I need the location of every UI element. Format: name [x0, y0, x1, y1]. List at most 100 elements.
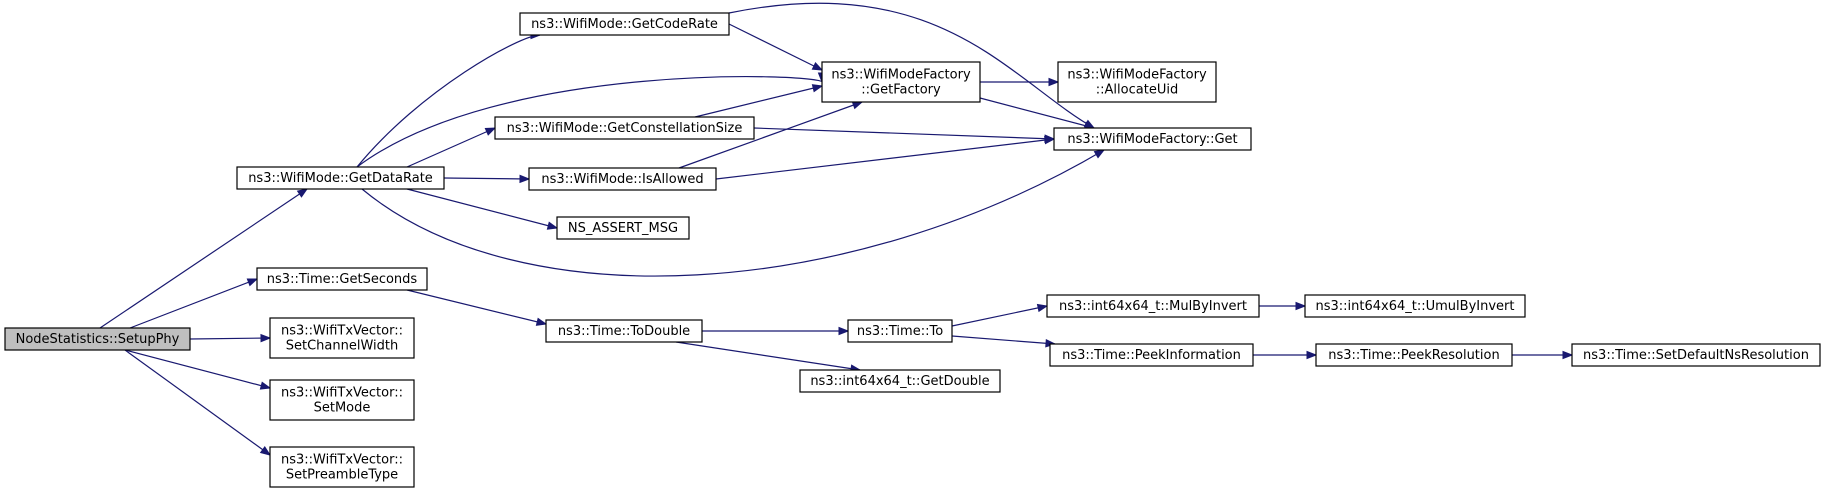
- node-label: ns3::WifiModeFactory: [831, 68, 971, 83]
- node-label: ns3::WifiModeFactory: [1067, 68, 1207, 83]
- node-label: ns3::WifiMode::GetDataRate: [248, 171, 433, 186]
- edge-line: [189, 337, 271, 340]
- node-box: [519, 12, 730, 36]
- node-is-allowed[interactable]: ns3::WifiMode::IsAllowed: [528, 167, 717, 191]
- edge-line: [99, 188, 308, 329]
- edge-arrowhead: [1295, 301, 1307, 311]
- edge-line: [124, 349, 271, 389]
- node-box: [269, 446, 415, 488]
- node-mul-by-invert[interactable]: ns3::int64x64_t::MulByInvert: [1046, 294, 1260, 318]
- edge-line: [361, 149, 1105, 277]
- node-box: [494, 116, 755, 140]
- node-get-double[interactable]: ns3::int64x64_t::GetDouble: [799, 369, 1001, 393]
- edge-peek-information-to-peek-resolution: [1253, 350, 1318, 360]
- node-box: [1571, 343, 1821, 367]
- node-label: ns3::Time::ToDouble: [558, 324, 690, 339]
- node-box: [1304, 294, 1526, 318]
- node-box: [821, 61, 981, 103]
- edge-arrowhead: [1306, 350, 1318, 360]
- node-time-to[interactable]: ns3::Time::To: [847, 319, 953, 343]
- node-label: ns3::WifiTxVector::: [281, 453, 403, 468]
- node-box: [847, 319, 953, 343]
- edge-line: [406, 188, 558, 229]
- edge-arrowhead: [811, 61, 824, 71]
- node-peek-information[interactable]: ns3::Time::PeekInformation: [1049, 343, 1254, 367]
- edge-arrowhead: [535, 317, 548, 326]
- node-label: SetMode: [314, 401, 371, 416]
- edge-line: [728, 2, 1095, 129]
- node-get-constellation-size[interactable]: ns3::WifiMode::GetConstellationSize: [494, 116, 755, 140]
- edge-arrowhead: [1044, 135, 1056, 145]
- edge-arrowhead: [259, 446, 272, 456]
- edge-arrowhead: [1048, 77, 1060, 87]
- edge-arrowhead: [811, 84, 824, 93]
- edge-arrowhead: [259, 381, 272, 390]
- node-box: [545, 319, 703, 343]
- node-get-factory[interactable]: ns3::WifiModeFactory::GetFactory: [821, 61, 981, 103]
- node-get-seconds[interactable]: ns3::Time::GetSeconds: [256, 267, 428, 291]
- edge-line: [443, 177, 530, 180]
- edge-line: [951, 305, 1048, 327]
- node-factory-get[interactable]: ns3::WifiModeFactory::Get: [1053, 127, 1252, 151]
- edge-get-constellation-size-to-factory-get: [753, 127, 1056, 143]
- node-set-mode[interactable]: ns3::WifiTxVector::SetMode: [269, 379, 415, 421]
- edge-setup-phy-to-get-seconds: [129, 278, 259, 329]
- edge-get-data-rate-to-get-constellation-size: [406, 127, 497, 168]
- node-peek-resolution[interactable]: ns3::Time::PeekResolution: [1315, 343, 1513, 367]
- node-box: [528, 167, 717, 191]
- node-label: SetChannelWidth: [286, 339, 399, 354]
- node-set-default-ns-resolution[interactable]: ns3::Time::SetDefaultNsResolution: [1571, 343, 1821, 367]
- node-ns-assert-msg[interactable]: NS_ASSERT_MSG: [556, 216, 690, 240]
- edge-arrowhead: [838, 326, 850, 336]
- edge-line: [951, 335, 1056, 345]
- edge-line: [678, 101, 863, 169]
- edge-arrowhead: [546, 221, 559, 230]
- edge-arrowhead: [484, 127, 497, 136]
- node-set-preamble-type[interactable]: ns3::WifiTxVector::SetPreambleType: [269, 446, 415, 488]
- node-label: ns3::int64x64_t::MulByInvert: [1059, 299, 1247, 314]
- node-setup-phy[interactable]: NodeStatistics::SetupPhy: [4, 327, 191, 351]
- edge-time-to-to-peek-information: [951, 335, 1057, 348]
- edge-line: [356, 76, 823, 168]
- edge-get-constellation-size-to-get-factory: [694, 84, 824, 118]
- node-box: [256, 267, 428, 291]
- node-box: [4, 327, 191, 351]
- edge-arrowhead: [519, 174, 531, 184]
- edge-is-allowed-to-get-factory: [678, 101, 864, 169]
- edge-arrowhead: [246, 278, 259, 287]
- node-label: SetPreambleType: [286, 468, 398, 483]
- edge-time-to-to-mul-by-invert: [951, 303, 1049, 327]
- edge-setup-phy-to-set-mode: [124, 349, 272, 390]
- node-label: ns3::WifiTxVector::: [281, 386, 403, 401]
- node-to-double[interactable]: ns3::Time::ToDouble: [545, 319, 703, 343]
- edge-line: [728, 23, 823, 71]
- node-label: ns3::Time::PeekInformation: [1062, 348, 1241, 363]
- edge-mul-by-invert-to-umul-by-invert: [1259, 301, 1307, 311]
- node-label: ns3::WifiMode::IsAllowed: [541, 172, 703, 187]
- edge-arrowhead: [260, 333, 272, 343]
- node-label: ns3::int64x64_t::GetDouble: [810, 374, 989, 389]
- edge-to-double-to-get-double: [675, 341, 862, 373]
- edge-is-allowed-to-factory-get: [715, 135, 1056, 180]
- edge-get-data-rate-to-get-code-rate: [356, 30, 542, 168]
- node-box: [236, 166, 445, 190]
- edge-get-factory-to-factory-get: [979, 97, 1096, 130]
- edge-setup-phy-to-set-preamble-type: [124, 349, 272, 456]
- node-umul-by-invert[interactable]: ns3::int64x64_t::UmulByInvert: [1304, 294, 1526, 318]
- edges-layer: [99, 2, 1574, 456]
- node-label: ns3::int64x64_t::UmulByInvert: [1316, 299, 1515, 314]
- node-box: [799, 369, 1001, 393]
- node-get-code-rate[interactable]: ns3::WifiMode::GetCodeRate: [519, 12, 730, 36]
- edge-get-data-rate-to-factory-get: [361, 149, 1106, 277]
- node-allocate-uid[interactable]: ns3::WifiModeFactory::AllocateUid: [1057, 61, 1217, 103]
- node-set-channel-width[interactable]: ns3::WifiTxVector::SetChannelWidth: [269, 317, 415, 359]
- node-label: ns3::WifiTxVector::: [281, 324, 403, 339]
- node-box: [556, 216, 690, 240]
- node-label: ns3::WifiMode::GetCodeRate: [531, 17, 718, 32]
- node-box: [1057, 61, 1217, 103]
- node-label: ns3::Time::GetSeconds: [267, 272, 418, 287]
- node-label: ns3::Time::PeekResolution: [1328, 348, 1499, 363]
- node-box: [1315, 343, 1513, 367]
- node-get-data-rate[interactable]: ns3::WifiMode::GetDataRate: [236, 166, 445, 190]
